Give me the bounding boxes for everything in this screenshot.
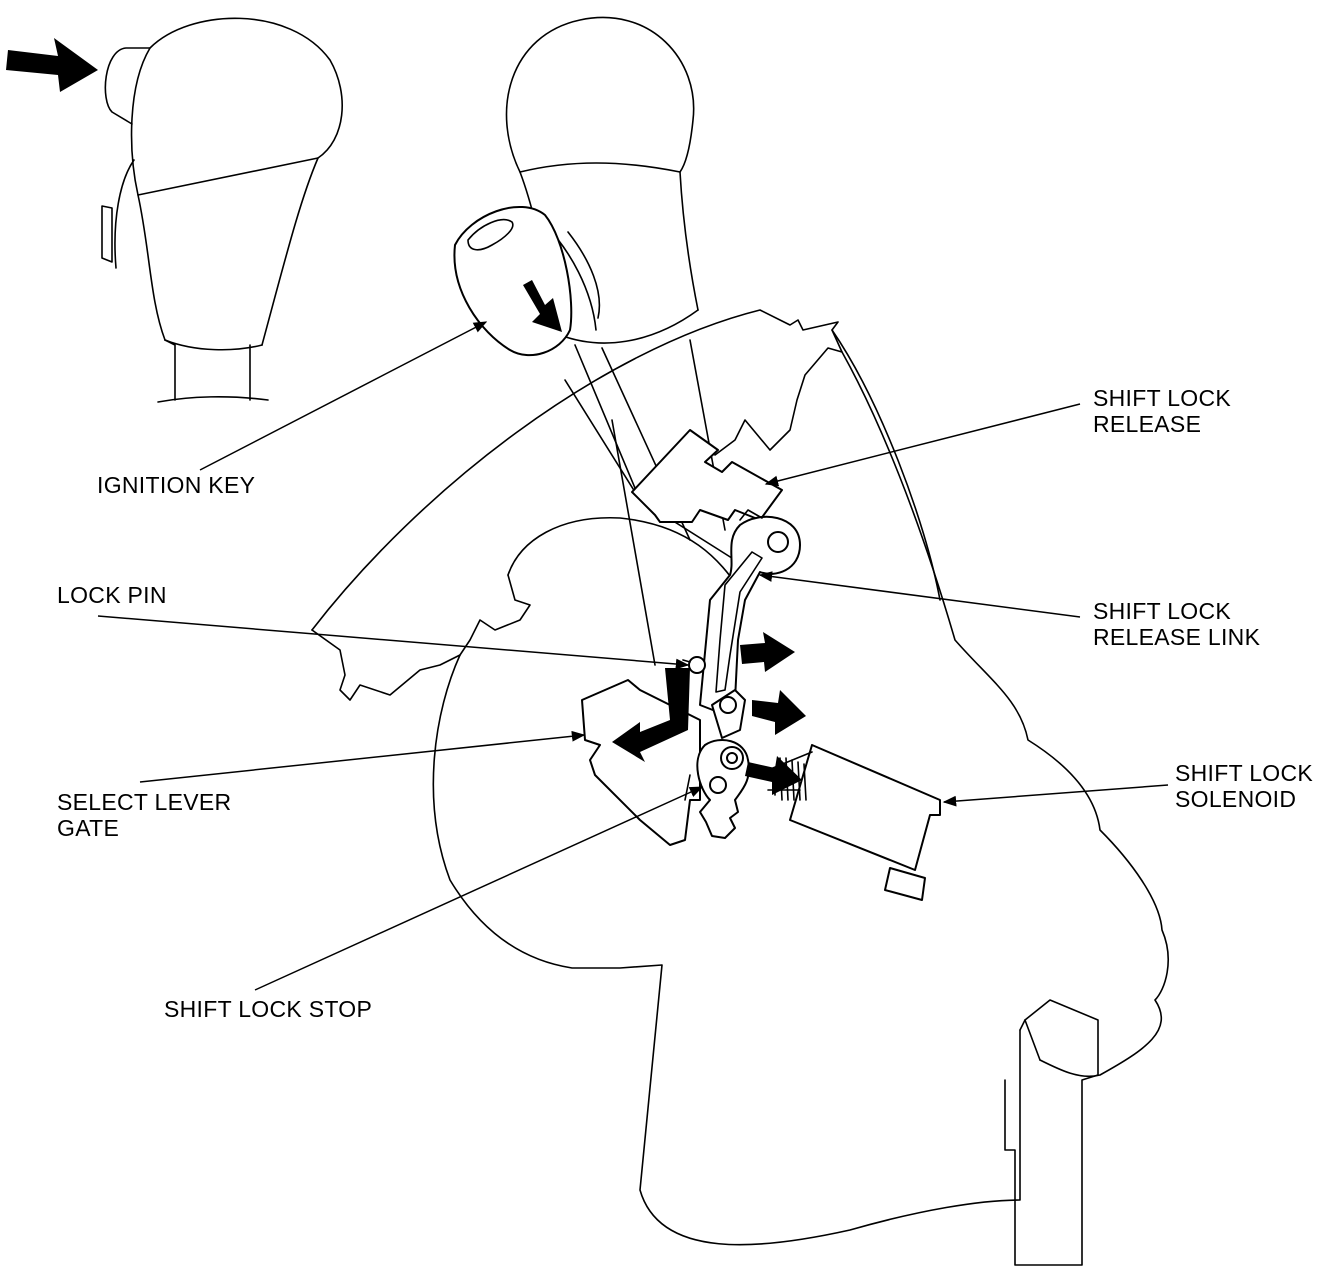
push-arrow-icon: [6, 38, 98, 92]
label-lock-pin: LOCK PIN: [57, 582, 167, 608]
inset-shift-knob: [101, 17, 343, 403]
shift-lock-solenoid: [767, 744, 941, 901]
shift-lock-stop: [684, 689, 750, 839]
right-arrow-icon: [752, 690, 806, 735]
motion-arrows: [612, 632, 806, 795]
label-shift-lock-release-link: SHIFT LOCK RELEASE LINK: [1093, 598, 1261, 650]
right-arrow-icon: [745, 756, 802, 795]
shifter-housing: [311, 309, 1169, 1266]
label-shift-lock-solenoid: SHIFT LOCK SOLENOID: [1175, 760, 1314, 812]
label-shift-lock-stop: SHIFT LOCK STOP: [164, 996, 373, 1022]
label-select-lever-gate: SELECT LEVER GATE: [57, 789, 232, 841]
shift-lock-release-link: [699, 509, 801, 713]
leader-lines: [97, 321, 1169, 991]
shift-lock-release: [631, 429, 783, 523]
label-ignition-key: IGNITION KEY: [97, 472, 256, 498]
right-arrow-icon: [740, 632, 795, 672]
down-arrow-icon: [612, 668, 690, 762]
label-shift-lock-release: SHIFT LOCK RELEASE: [1093, 385, 1232, 437]
ignition-key: [453, 205, 601, 357]
